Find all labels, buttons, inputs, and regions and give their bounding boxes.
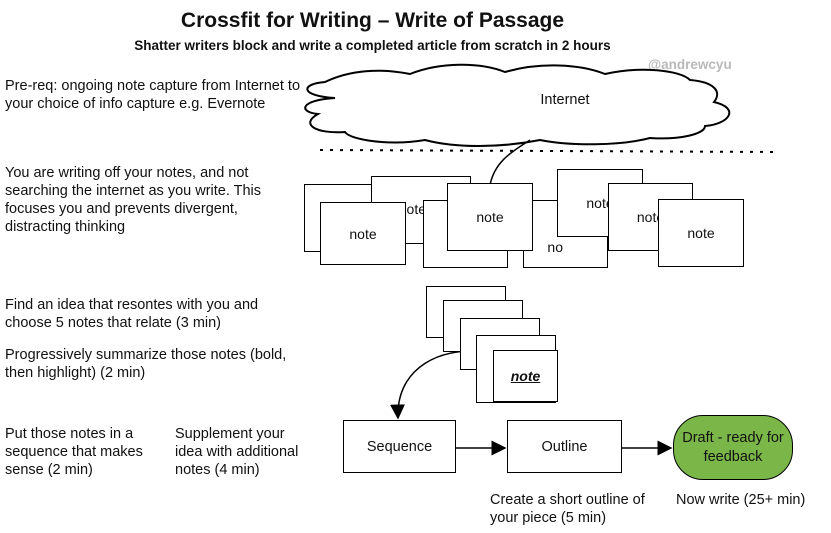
writing-off-notes-text: You are writing off your notes, and not … (5, 165, 262, 235)
outline-caption: Create a short outline of your piece (5 … (490, 492, 645, 526)
sequence-step-text: Put those notes in a sequence that makes… (5, 426, 143, 478)
diagram-subtitle: Shatter writers block and write a comple… (134, 38, 611, 53)
find-idea-text: Find an idea that resontes with you and … (5, 297, 259, 331)
summarized-note-card: note (493, 350, 558, 402)
outline-box: Outline (507, 420, 622, 473)
diagram-title: Crossfit for Writing – Write of Passage (180, 9, 565, 32)
note-card: note (447, 183, 533, 251)
cloud-to-note-connector (489, 139, 531, 186)
author-handle: @andrewcyu (648, 57, 732, 72)
draft-ready-box: Draft - ready for feedback (673, 415, 793, 480)
prereq-text: Pre-req: ongoing note capture from Inter… (5, 78, 301, 112)
internet-cloud-label: Internet (540, 92, 590, 108)
dotted-separator (319, 149, 781, 153)
note-card: note (658, 199, 744, 267)
write-caption: Now write (25+ min) (676, 492, 806, 508)
summarize-text: Progressively summarize those notes (bol… (5, 347, 287, 381)
internet-cloud-shape (304, 63, 731, 147)
sequence-box: Sequence (343, 420, 456, 473)
note-card: note (320, 202, 406, 265)
supplement-step-text: Supplement your idea with additional not… (175, 426, 299, 478)
